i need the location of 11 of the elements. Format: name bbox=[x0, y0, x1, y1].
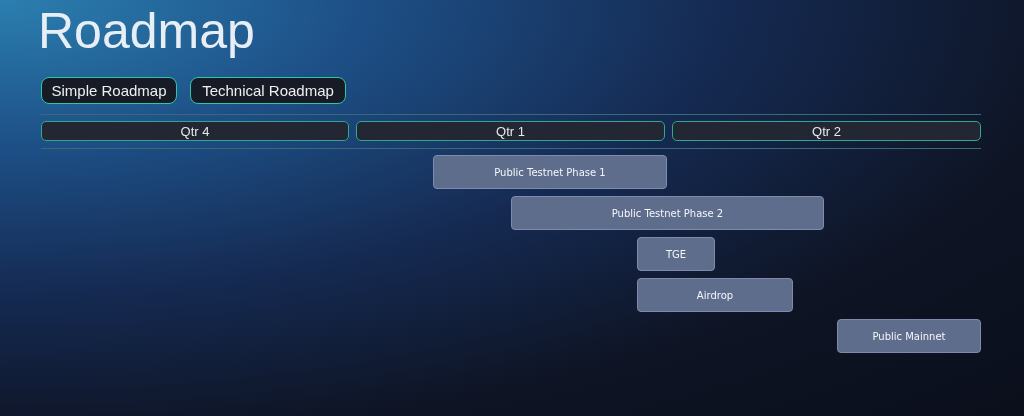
tab-button: Technical Roadmap bbox=[190, 77, 346, 104]
timeline-bar: Public Testnet Phase 1 bbox=[433, 155, 667, 189]
tab-button: Simple Roadmap bbox=[41, 77, 177, 104]
timeline-bar: Public Testnet Phase 2 bbox=[511, 196, 824, 230]
page-title: Roadmap bbox=[38, 2, 255, 60]
timeline-bar: TGE bbox=[637, 237, 715, 271]
quarter-header: Qtr 4 bbox=[41, 121, 349, 141]
timeline-bar: Public Mainnet bbox=[837, 319, 981, 353]
quarter-header: Qtr 2 bbox=[672, 121, 981, 141]
timeline-bar: Airdrop bbox=[637, 278, 793, 312]
quarter-header: Qtr 1 bbox=[356, 121, 665, 141]
